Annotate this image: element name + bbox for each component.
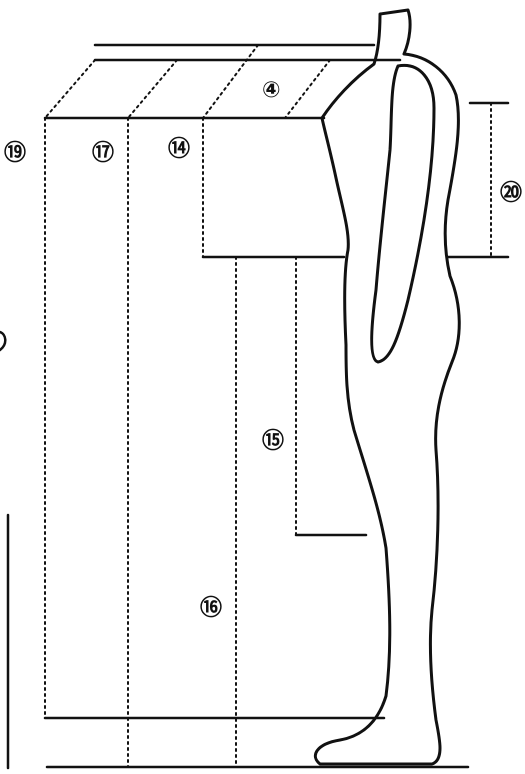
callout-15: ⑮ <box>262 428 284 454</box>
mannequin-figure <box>314 8 461 766</box>
callout-19: ⑲ <box>4 140 26 166</box>
callout-17: ⑰ <box>92 140 114 166</box>
mannequin-arm <box>370 63 436 364</box>
callout-20: ⑳ <box>500 180 522 206</box>
guide-17-diagonal <box>127 59 178 119</box>
measurement-guides <box>44 44 492 768</box>
mannequin-body-outline <box>314 8 461 766</box>
left-edge-partial-mark <box>0 330 7 352</box>
guide-14-diagonal <box>202 44 259 119</box>
callout-labels: ⑲ ⑰ ⑭ ④ ⑳ ⑮ ⑯ <box>4 78 522 621</box>
reference-lines <box>6 43 510 770</box>
guide-19-diagonal <box>44 59 96 119</box>
callout-4: ④ <box>262 78 281 103</box>
callout-14: ⑭ <box>168 136 190 162</box>
guide-4-diagonal <box>284 59 331 119</box>
callout-16: ⑯ <box>200 595 222 621</box>
